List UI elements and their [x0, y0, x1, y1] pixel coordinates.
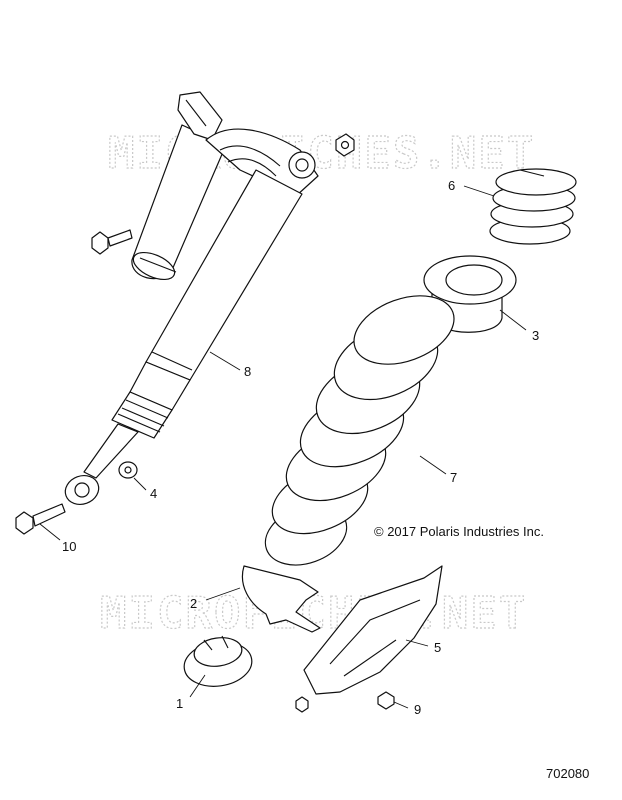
retainer-part-1 — [183, 635, 253, 687]
small-nut — [295, 696, 309, 713]
shock-absorber-part-8 — [64, 91, 319, 505]
callout-1: 1 — [176, 696, 183, 711]
leader-10 — [39, 523, 61, 541]
leader-1 — [189, 674, 206, 698]
copyright-notice: © 2017 Polaris Industries Inc. — [374, 524, 544, 539]
spacer-part-4 — [118, 461, 138, 479]
callout-8: 8 — [244, 364, 251, 379]
screw-part-9 — [377, 691, 395, 710]
small-spring-part-6 — [489, 168, 577, 245]
callout-10: 10 — [62, 539, 76, 554]
guard-part-5 — [303, 565, 443, 695]
leader-8 — [209, 351, 241, 371]
leader-4 — [133, 477, 147, 491]
clip-part-2 — [241, 565, 321, 633]
main-spring-part-7 — [264, 295, 455, 566]
callout-2: 2 — [190, 596, 197, 611]
leader-6 — [463, 185, 495, 197]
callout-4: 4 — [150, 486, 157, 501]
figure-number: 702080 — [546, 766, 590, 781]
spring-seat-part-3 — [423, 255, 517, 333]
callout-5: 5 — [434, 640, 441, 655]
callout-6: 6 — [448, 178, 455, 193]
bolt-part-10 — [15, 503, 66, 535]
leader-9 — [393, 701, 409, 709]
leader-7 — [419, 455, 447, 475]
upper-bolt — [91, 229, 133, 255]
callout-9: 9 — [414, 702, 421, 717]
callout-7: 7 — [450, 470, 457, 485]
leader-3 — [499, 309, 527, 331]
top-nut — [335, 133, 355, 157]
callout-3: 3 — [532, 328, 539, 343]
leader-2 — [205, 587, 241, 601]
leader-5 — [405, 639, 429, 647]
